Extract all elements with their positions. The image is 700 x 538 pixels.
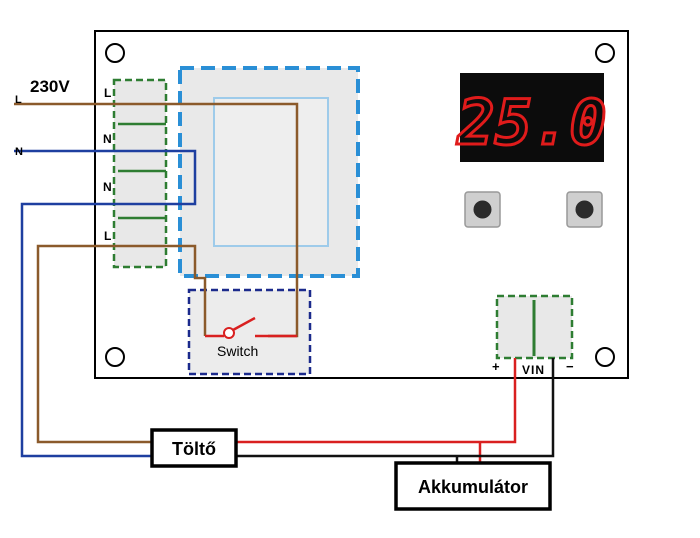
mounting-hole xyxy=(595,347,615,367)
relay-coil xyxy=(213,97,329,247)
vin-minus-label: − xyxy=(566,359,574,374)
positive-wire xyxy=(237,358,517,444)
switch-label: Switch xyxy=(217,343,258,359)
mounting-hole xyxy=(595,43,615,63)
temperature-display: 25.0 xyxy=(455,73,608,162)
switch-symbol: Switch xyxy=(205,316,297,359)
display-panel xyxy=(460,73,604,162)
terminal-pin-4-label: L xyxy=(104,229,111,243)
battery-box: Akkumulátor xyxy=(394,461,552,511)
vin-plus-label: + xyxy=(492,359,500,374)
switch-block xyxy=(187,288,312,376)
mounting-hole xyxy=(105,43,125,63)
vin-terminal-block: + VIN − xyxy=(492,294,574,377)
display-value: 25.0 xyxy=(456,86,606,159)
neutral-wire-supply xyxy=(14,149,197,458)
line-wire-switch-return xyxy=(116,244,207,336)
neutral-label: N xyxy=(15,146,23,158)
relay-module xyxy=(178,66,360,278)
charger-label: Töltő xyxy=(172,439,216,459)
terminal-pin-1-label: L xyxy=(104,86,111,100)
battery-label: Akkumulátor xyxy=(418,477,528,497)
negative-wire xyxy=(237,358,555,458)
switch-outline xyxy=(187,288,312,376)
terminal-pin-2-label: N xyxy=(103,132,112,146)
adjust-button[interactable] xyxy=(566,191,603,228)
terminal-block-outline xyxy=(112,78,168,269)
mounting-holes xyxy=(105,43,615,367)
mounting-hole xyxy=(105,347,125,367)
voltage-label: 230V xyxy=(30,77,70,96)
charger-box: Töltő xyxy=(150,428,238,468)
line-label: L xyxy=(15,94,22,106)
line-wire-to-charger xyxy=(36,244,152,444)
mains-terminal-block: L N N L xyxy=(103,78,168,269)
set-button[interactable] xyxy=(464,191,501,228)
vin-label: VIN xyxy=(522,363,545,377)
terminal-pin-3-label: N xyxy=(103,180,112,194)
